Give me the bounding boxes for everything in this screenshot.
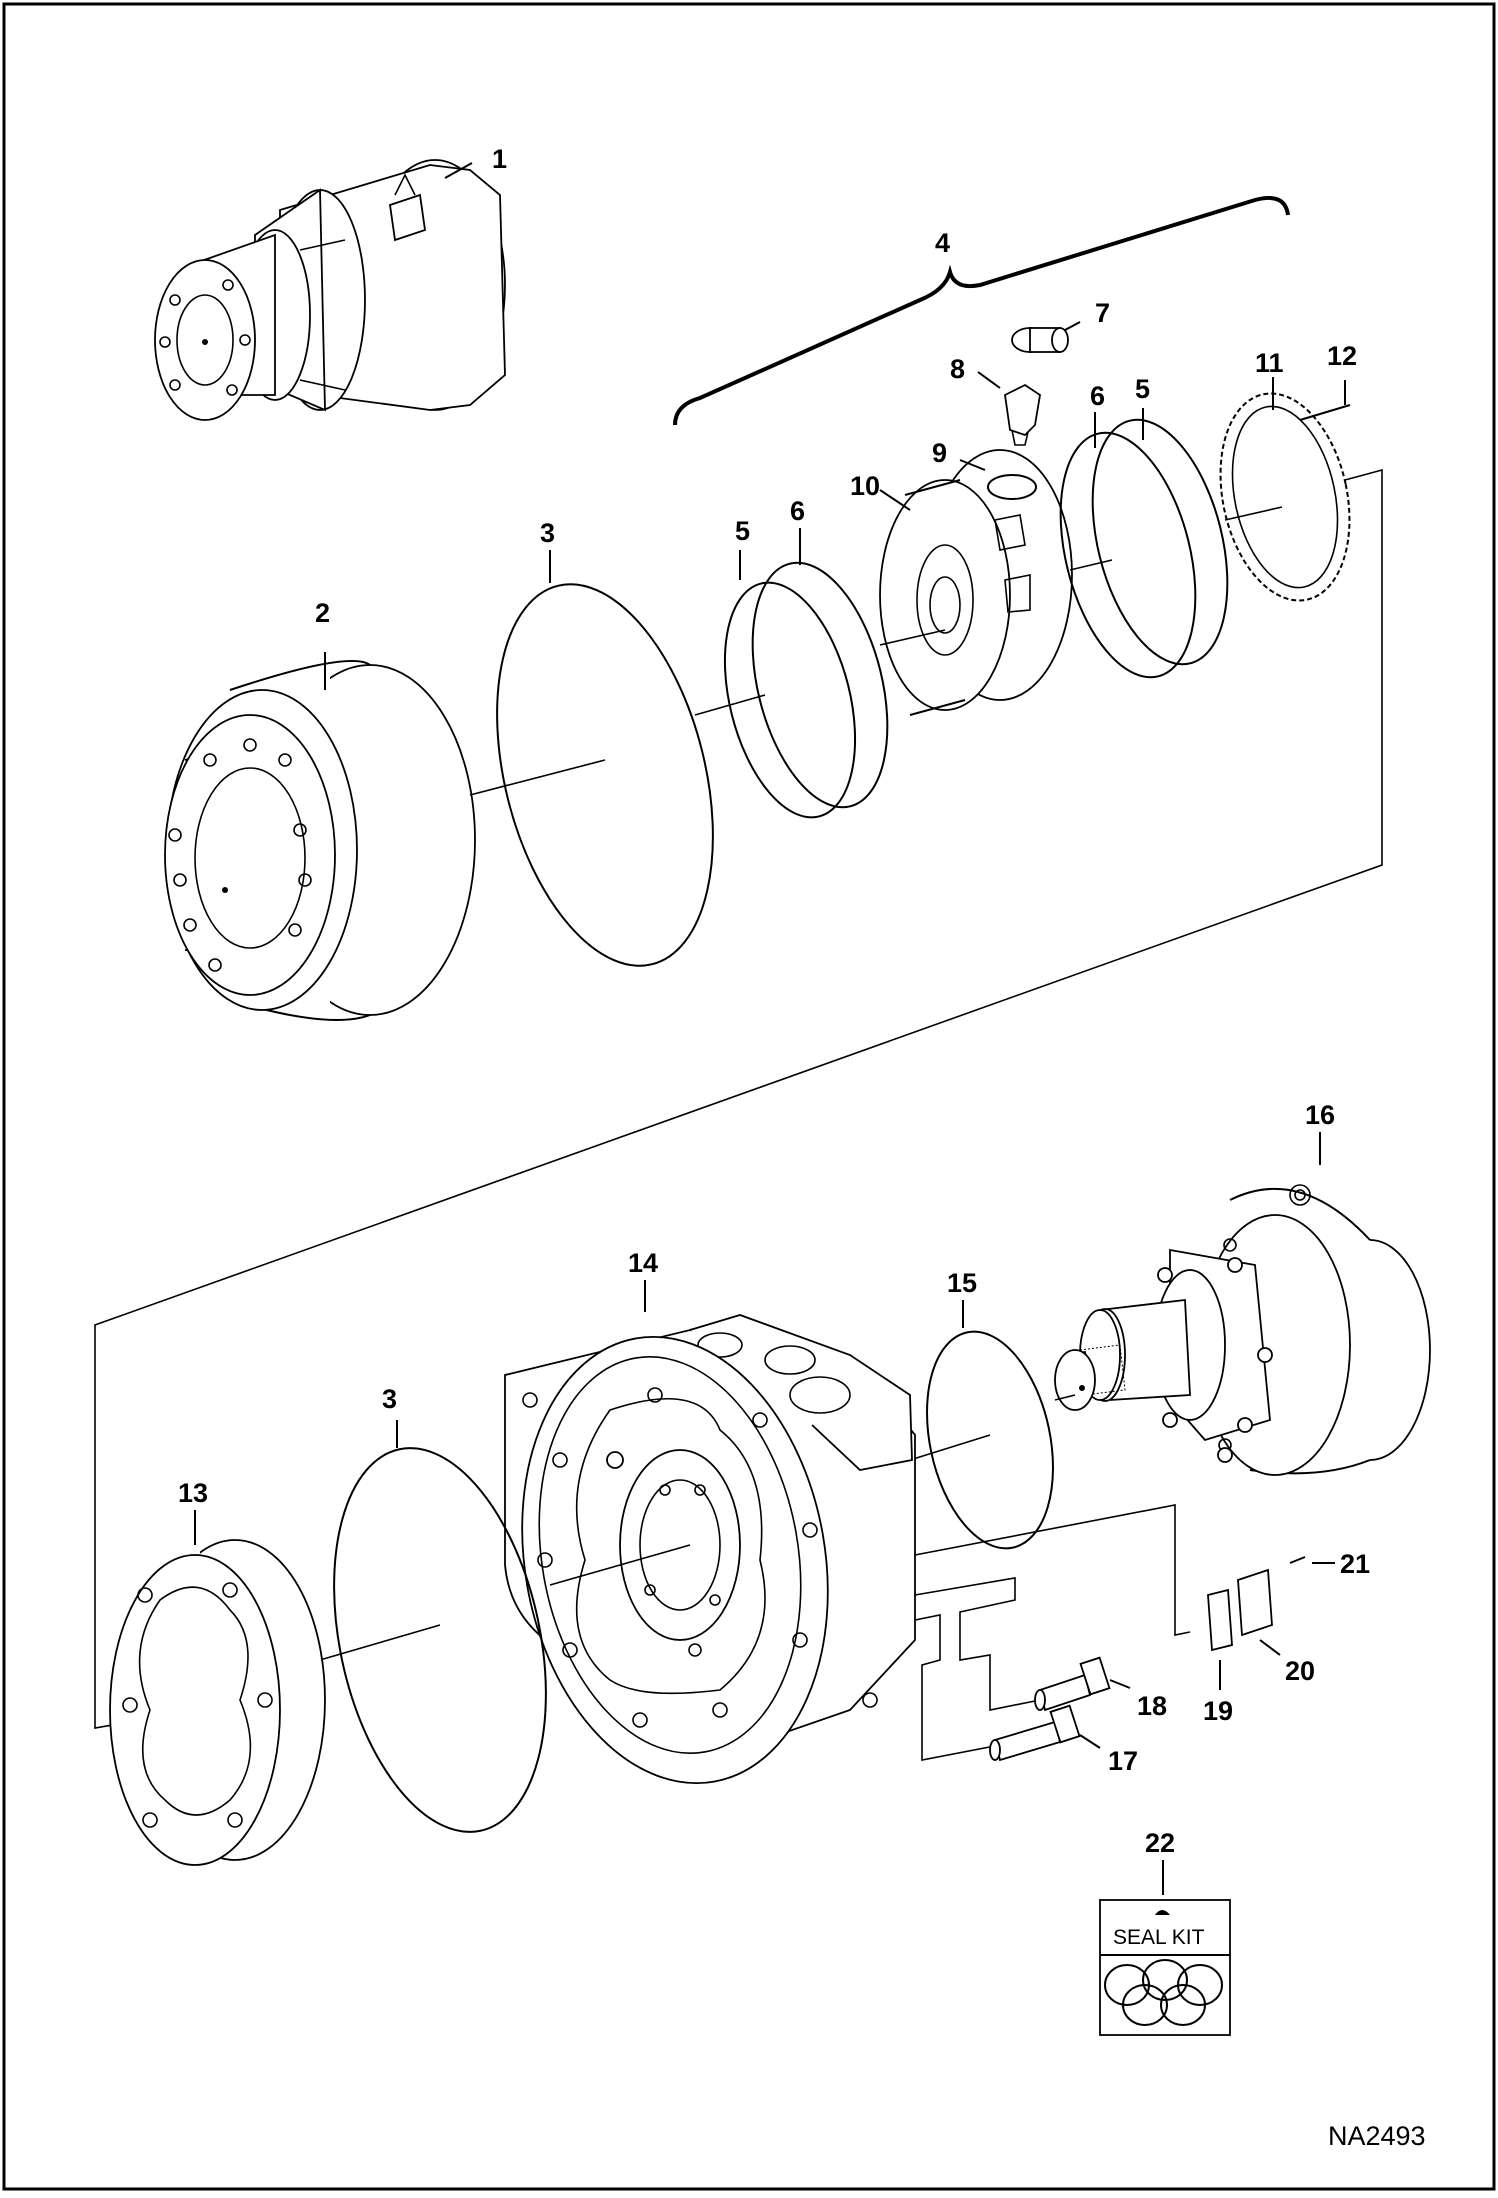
callout-10: 10 [850,471,880,501]
drawing-reference-number: NA2493 [1328,2121,1426,2151]
part-8-fitting [1004,383,1041,446]
part-6-ring-right [1059,431,1197,679]
part-18-bolt [1034,1656,1111,1712]
part-7-plug [1011,327,1069,353]
callout-13: 13 [178,1478,208,1508]
seal-kit-label: SEAL KIT [1113,1926,1205,1949]
callout-8: 8 [950,354,965,384]
callout-14: 14 [628,1248,658,1278]
part-3-o-ring-lower [333,1447,547,1833]
callout-2: 2 [315,598,330,628]
callout-21: 21 [1340,1549,1370,1579]
part-16-bearing-housing [1054,1170,1431,1480]
callout-3-upper: 3 [540,518,555,548]
callout-6-right: 6 [1090,381,1105,411]
callout-7: 7 [1095,298,1110,328]
callout-19: 19 [1203,1696,1233,1726]
centerline-return [94,468,1383,1729]
part-17-bolt [989,1704,1081,1762]
part-21-screw [1289,1556,1306,1564]
part-2-housing [164,659,476,1021]
callout-6-left: 6 [790,496,805,526]
part-4-bracket [673,195,1290,426]
part-14-body [504,1314,916,1785]
centerline-upper-a [469,759,606,796]
part-3-o-ring-upper [496,583,714,967]
part-22-seal-kit [1099,1899,1231,2036]
callout-17: 17 [1108,1746,1138,1776]
callout-18: 18 [1137,1691,1167,1721]
callout-16: 16 [1305,1100,1335,1130]
callout-22: 22 [1145,1828,1175,1858]
callout-3-lower: 3 [382,1384,397,1414]
callout-20: 20 [1285,1656,1315,1686]
part-5-ring-right [1091,418,1229,666]
callout-5-left: 5 [735,516,750,546]
part-10-valve [879,449,1073,716]
part-19-plate [1207,1588,1233,1652]
part-11-ring-gear [1219,392,1351,602]
part-6-ring-left [751,561,889,809]
callout-1: 1 [492,144,507,174]
part-13-gerotor [109,1539,326,1866]
callout-12: 12 [1327,341,1357,371]
part-12-pin [1299,404,1351,421]
callout-5-right: 5 [1135,374,1150,404]
part-15-o-ring [926,1330,1054,1550]
part-5-ring-left [723,581,857,819]
callout-15: 15 [947,1268,977,1298]
part-9-o-ring [987,474,1037,500]
callout-11: 11 [1255,348,1284,378]
part-20-plate [1237,1568,1273,1637]
callout-4: 4 [935,228,950,258]
part-1-motor-assembly [154,159,506,421]
callout-9: 9 [932,438,947,468]
